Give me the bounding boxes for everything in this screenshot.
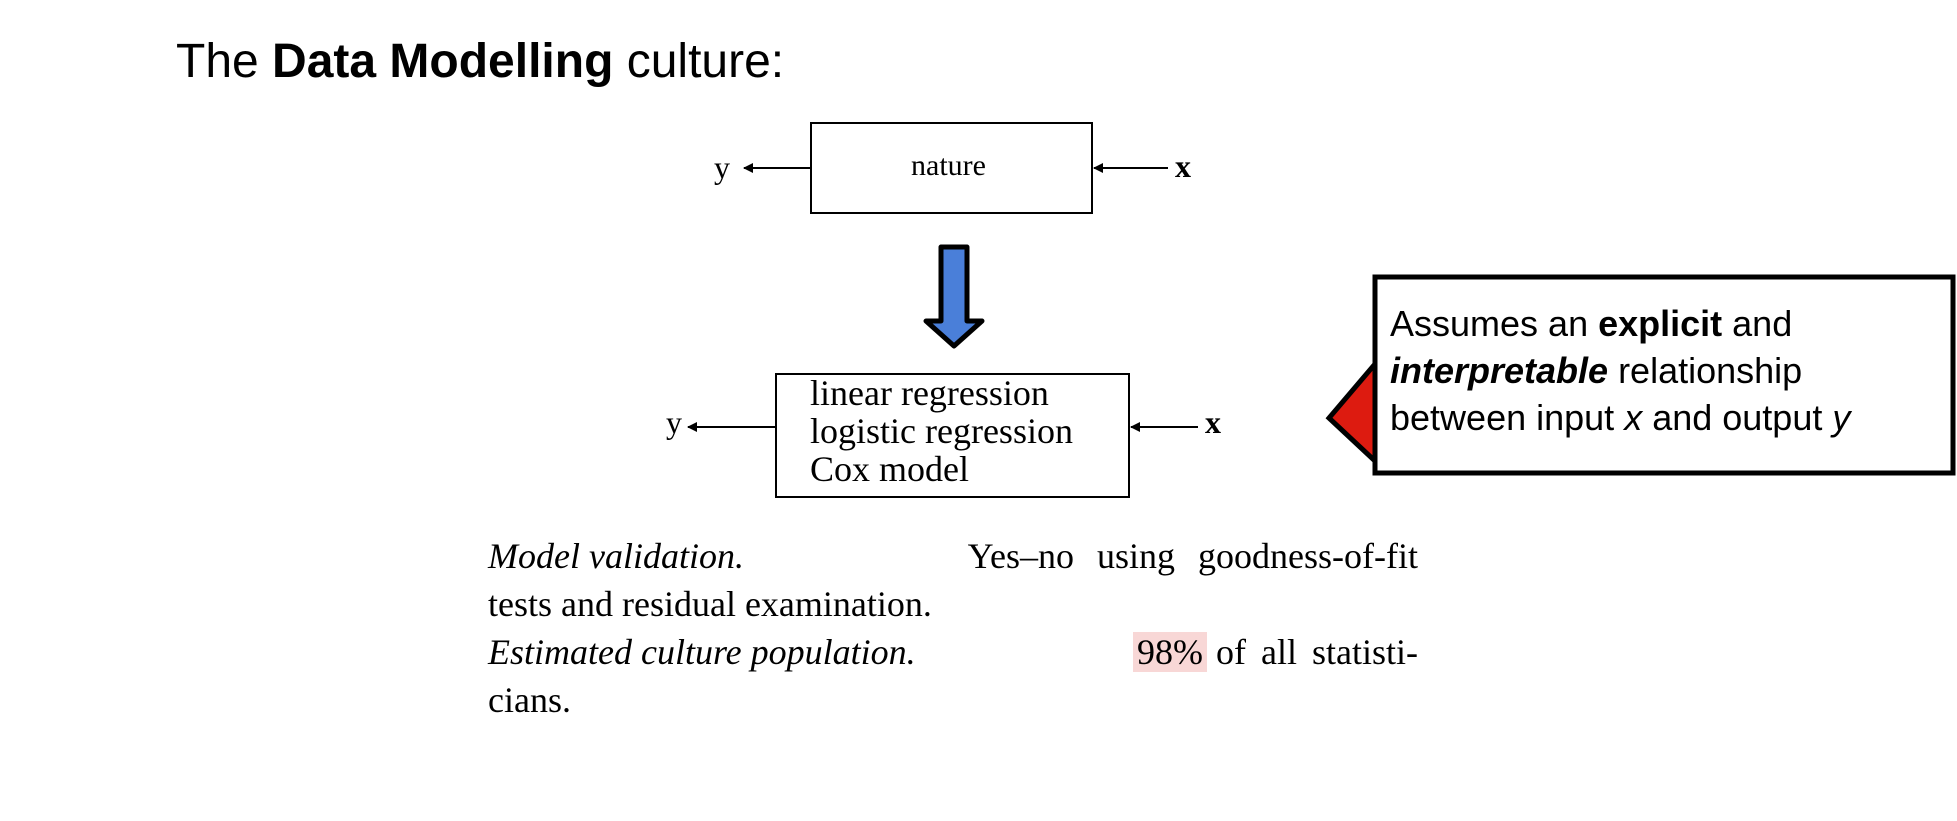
validation-text-1: Yes–no using goodness-of-fit xyxy=(967,536,1418,576)
model-item: linear regression xyxy=(810,373,1049,413)
population-highlight: 98% of all statisti- xyxy=(1133,628,1418,676)
top-output-label: y xyxy=(714,149,730,185)
callout-bold-italic: interpretable xyxy=(1390,350,1609,391)
callout-text-part: and output xyxy=(1642,397,1833,438)
callout-text-part: and xyxy=(1722,303,1793,344)
population-value: 98% xyxy=(1133,632,1208,672)
down-arrow-icon xyxy=(923,244,985,349)
callout-bold: explicit xyxy=(1598,303,1723,344)
population-text-1: of all statisti- xyxy=(1216,632,1418,672)
callout-text-part: Assumes an xyxy=(1390,303,1599,344)
bottom-output-label: y xyxy=(666,404,682,440)
callout-box xyxy=(1372,274,1956,476)
model-item: Cox model xyxy=(810,449,969,489)
callout-line-3: between input x and output y xyxy=(1390,397,1850,438)
callout-text-part: between input xyxy=(1390,397,1625,438)
callout-text-part: relationship xyxy=(1608,350,1803,391)
population-text-2: cians. xyxy=(488,680,571,720)
model-item: logistic regression xyxy=(810,411,1073,451)
paragraph-line-3: Estimated culture population. 98% of all… xyxy=(488,628,1418,676)
callout-text: Assumes an explicit and interpretable re… xyxy=(1390,300,1930,441)
title-suffix: culture: xyxy=(613,35,785,88)
paragraph-line-1: Model validation. Yes–no using goodness-… xyxy=(488,532,1418,580)
nature-box xyxy=(810,122,1093,214)
slide-title: The Data Modelling culture: xyxy=(176,32,784,92)
validation-text-2: tests and residual examination. xyxy=(488,584,932,624)
callout-var-x: x xyxy=(1624,397,1643,438)
title-bold: Data Modelling xyxy=(272,35,614,88)
validation-term: Model validation. xyxy=(488,536,744,576)
callout-line-1: Assumes an explicit and xyxy=(1390,303,1792,344)
callout-pointer xyxy=(1325,357,1378,467)
culture-description: Model validation. Yes–no using goodness-… xyxy=(488,532,1418,724)
bottom-input-label: x xyxy=(1205,404,1221,440)
model-list: linear regression logistic regression Co… xyxy=(810,374,1073,488)
callout-line-2: interpretable relationship xyxy=(1390,350,1802,391)
top-input-label: x xyxy=(1175,148,1191,184)
population-term: Estimated culture population. xyxy=(488,632,916,672)
callout-var-y: y xyxy=(1832,397,1851,438)
models-box xyxy=(775,373,1130,498)
title-prefix: The xyxy=(176,35,273,88)
nature-label: nature xyxy=(911,149,986,182)
